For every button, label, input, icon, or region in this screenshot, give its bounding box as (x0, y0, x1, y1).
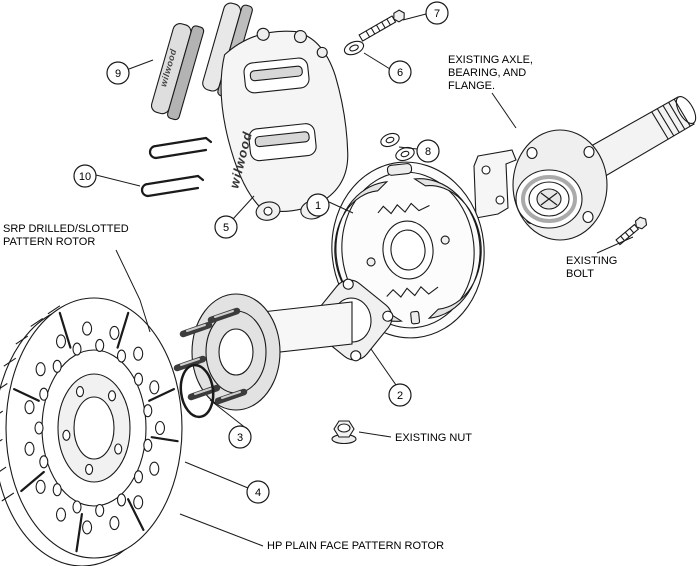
wheel-studs (173, 307, 248, 405)
existing-nut-part (331, 420, 357, 445)
callout-8: 8 (416, 139, 440, 163)
anti-rattle-clips (140, 136, 213, 198)
callout-9: 9 (106, 61, 130, 85)
rotor (0, 297, 183, 566)
callout-6: 6 (388, 60, 412, 84)
label-existing-axle-line3: FLANGE. (448, 80, 495, 92)
label-srp-rotor-line1: SRP DRILLED/SLOTTED (3, 223, 129, 235)
caliper-bolt (358, 9, 405, 42)
rotor-drill-holes (24, 321, 166, 535)
label-existing-axle-line1: EXISTING AXLE, (448, 54, 533, 66)
label-srp-rotor: SRP DRILLED/SLOTTED PATTERN ROTOR (3, 223, 129, 248)
callout-3: 3 (228, 425, 252, 449)
callout-9-number: 9 (115, 68, 121, 80)
caliper: wilwood (220, 27, 349, 221)
callout-10: 10 (73, 164, 97, 188)
rotor-slots (13, 311, 179, 553)
label-existing-bolt-line2: BOLT (566, 268, 594, 280)
o-ring (179, 363, 215, 419)
existing-bolt-part (615, 216, 648, 246)
callout-1-number: 1 (315, 200, 321, 212)
existing-axle-assembly (512, 95, 697, 241)
callout-7: 7 (425, 1, 449, 25)
callout-5: 5 (214, 215, 238, 239)
callout-2-number: 2 (397, 390, 403, 402)
label-srp-rotor-line2: PATTERN ROTOR (3, 236, 95, 248)
callout-3-number: 3 (237, 432, 243, 444)
shim-washers (380, 132, 415, 162)
callout-1: 1 (306, 193, 330, 217)
callout-7-number: 7 (434, 8, 440, 20)
label-existing-bolt-line1: EXISTING (566, 255, 617, 267)
axle-spline-hatch (651, 98, 691, 140)
bolt-washer (343, 40, 365, 56)
leader-lines (95, 13, 634, 547)
rotor-vane-hatch (0, 305, 61, 502)
label-hp-rotor: HP PLAIN FACE PATTERN ROTOR (267, 540, 444, 552)
callout-5-number: 5 (223, 222, 229, 234)
callout-4: 4 (246, 480, 270, 504)
callout-2: 2 (388, 383, 412, 407)
callout-8-number: 8 (425, 146, 431, 158)
label-existing-nut: EXISTING NUT (395, 432, 472, 444)
axle-bearing (515, 169, 583, 229)
hub-adapter (173, 293, 281, 411)
callout-10-number: 10 (79, 171, 91, 183)
label-existing-axle: EXISTING AXLE, BEARING, AND FLANGE. (448, 54, 533, 92)
rotor-hat-holes (62, 386, 123, 475)
axle-housing-end (473, 149, 517, 219)
callout-6-number: 6 (397, 67, 403, 79)
label-existing-bolt: EXISTING BOLT (566, 255, 617, 280)
label-existing-axle-line2: BEARING, AND (448, 67, 526, 79)
callout-4-number: 4 (255, 487, 261, 499)
